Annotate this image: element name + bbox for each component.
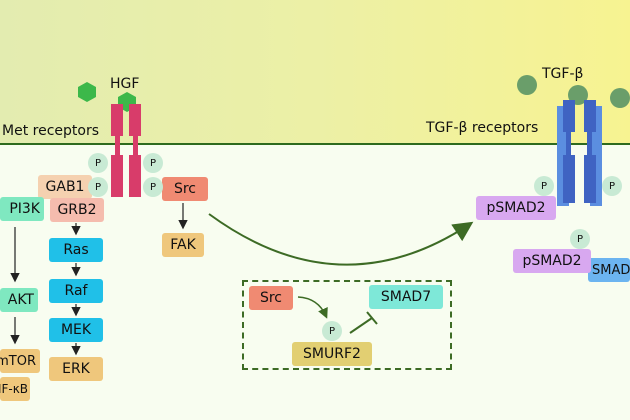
tgfb-ligand-3	[610, 88, 630, 108]
smad7-node: SMAD7	[369, 285, 443, 309]
smad4-node: SMAD4	[588, 258, 630, 282]
pi3k-node: PI3K	[0, 197, 44, 221]
hgf-label: HGF	[110, 76, 140, 92]
arrow-crosstalk-to-psmad2	[208, 213, 474, 266]
met-receptors-label: Met receptors	[2, 123, 99, 139]
gab1-node: GAB1	[38, 175, 92, 199]
mek-node: MEK	[49, 318, 103, 342]
tgfb-ligand-1	[517, 75, 537, 95]
extracellular-space	[0, 0, 630, 144]
nfkb-node: NF-κB	[0, 377, 30, 401]
smurf2-node: SMURF2	[292, 342, 372, 366]
phospho-tgf-2: P	[602, 176, 622, 196]
psmad2-node-complex: pSMAD2	[513, 249, 591, 273]
psmad2-node-membrane: pSMAD2	[476, 196, 556, 220]
cell-membrane	[0, 143, 630, 145]
phospho-met-2: P	[88, 177, 108, 197]
arrow-src-smurf2	[297, 296, 328, 319]
inhibit-smurf2-smad7	[349, 317, 373, 334]
phospho-met-4: P	[143, 177, 163, 197]
raf-node: Raf	[49, 279, 103, 303]
tgfb-label: TGF-β	[542, 66, 584, 82]
crosstalk-box	[242, 280, 452, 370]
erk-node: ERK	[49, 357, 103, 381]
hgf-ligand-free	[78, 82, 96, 102]
phospho-tgf-3: P	[570, 229, 590, 249]
fak-node: FAK	[162, 233, 204, 257]
ras-node: Ras	[49, 238, 103, 262]
akt-node: AKT	[0, 288, 38, 312]
phospho-smurf2: P	[322, 321, 342, 341]
phospho-met-1: P	[88, 153, 108, 173]
crosstalk-src-node: Src	[249, 286, 293, 310]
mtor-node: mTOR	[0, 349, 40, 373]
phospho-tgf-1: P	[534, 176, 554, 196]
src-node: Src	[162, 177, 208, 201]
grb2-node: GRB2	[50, 198, 104, 222]
phospho-met-3: P	[143, 153, 163, 173]
inhibit-bar	[366, 311, 378, 325]
tgfb-receptors-label: TGF-β receptors	[426, 120, 539, 136]
